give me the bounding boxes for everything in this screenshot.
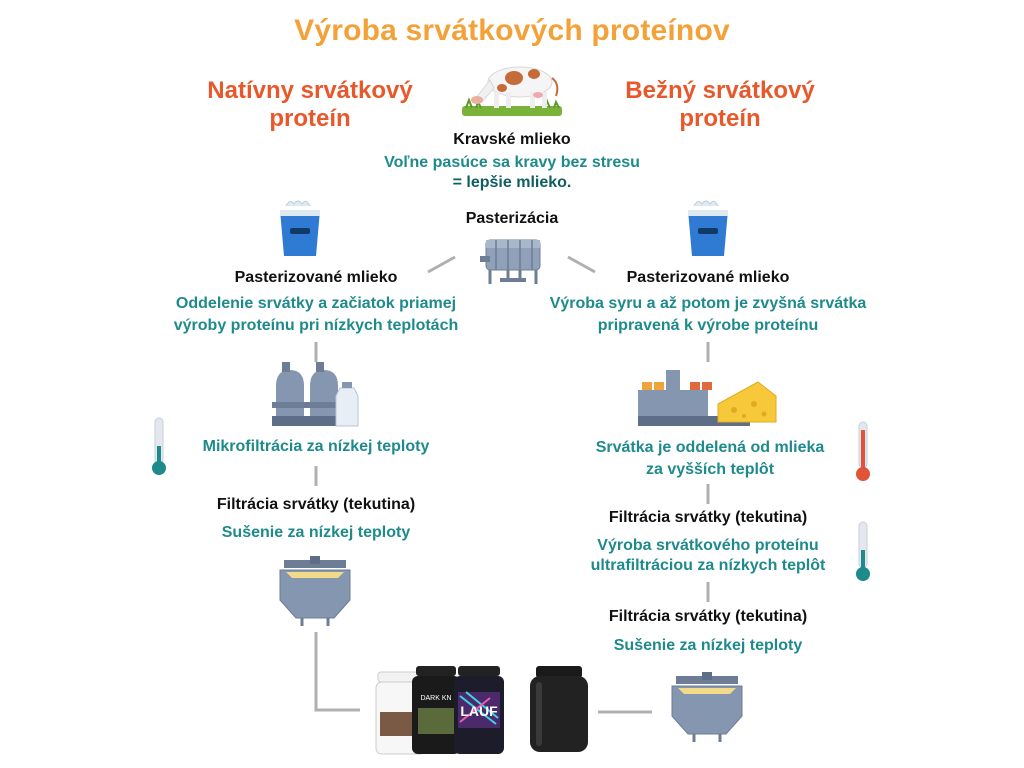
right-whey-filtration-label-1: Filtrácia srvátky (tekutina): [608, 509, 808, 526]
factory-tanks-icon: [272, 362, 359, 427]
protein-jar-plain: [530, 666, 588, 752]
protein-jars-group: DARK KN LAUF: [375, 666, 504, 755]
right-pasteurized-desc-2: pripravená k výrobe proteínu: [597, 317, 819, 334]
left-microfiltration-desc: Mikrofiltrácia za nízkej teploty: [202, 438, 430, 455]
jar-label-dark: DARK KN: [420, 695, 451, 702]
right-separation-desc-2: za vyšších teplôt: [645, 461, 775, 478]
pasteurizer-icon: [480, 239, 541, 284]
right-separation-desc-1: Srvátka je oddelená od mlieka: [595, 439, 825, 456]
milk-bucket-icon: [280, 200, 320, 256]
drying-vat-icon: [671, 672, 743, 742]
cow-icon: [462, 66, 562, 116]
thermometer-cold-icon: [152, 417, 166, 475]
right-pasteurized-label: Pasterizované mlieko: [626, 269, 790, 286]
cow-milk-desc-1: Voľne pasúce sa kravy bez stresu: [384, 154, 640, 171]
right-column-heading: Bežný srvátkový proteín: [625, 77, 815, 132]
left-drying-desc: Sušenie za nízkej teploty: [221, 524, 411, 541]
jar-label-lauf: LAUF: [460, 703, 498, 719]
pasteurization-label: Pasterizácia: [465, 210, 559, 227]
page-title: Výroba srvátkových proteínov: [294, 14, 730, 47]
drying-vat-icon: [279, 556, 351, 626]
right-ultrafiltration-desc-1: Výroba srvátkového proteínu: [597, 537, 819, 554]
left-pasteurized-desc-1: Oddelenie srvátky a začiatok priamej: [175, 295, 457, 312]
left-pasteurized-desc-2: výroby proteínu pri nízkych teplotách: [173, 317, 459, 334]
right-drying-desc: Sušenie za nízkej teploty: [613, 637, 803, 654]
right-ultrafiltration-desc-2: ultrafiltráciou za nízkych teplôt: [590, 557, 826, 574]
milk-bucket-icon: [688, 200, 728, 256]
right-whey-filtration-label-2: Filtrácia srvátky (tekutina): [608, 608, 808, 625]
cheese-production-icon: [638, 370, 777, 426]
cow-milk-label: Kravské mlieko: [453, 131, 571, 148]
cow-milk-desc-2: = lepšie mlieko.: [452, 174, 572, 191]
left-column-heading: Natívny srvátkový proteín: [207, 77, 413, 132]
left-pasteurized-label: Pasterizované mlieko: [234, 269, 398, 286]
thermometer-cold-icon: [856, 521, 870, 581]
right-pasteurized-desc-1: Výroba syru a až potom je zvyšná srvátka: [549, 295, 867, 312]
thermometer-hot-icon: [856, 421, 870, 481]
left-whey-filtration-label: Filtrácia srvátky (tekutina): [216, 496, 416, 513]
